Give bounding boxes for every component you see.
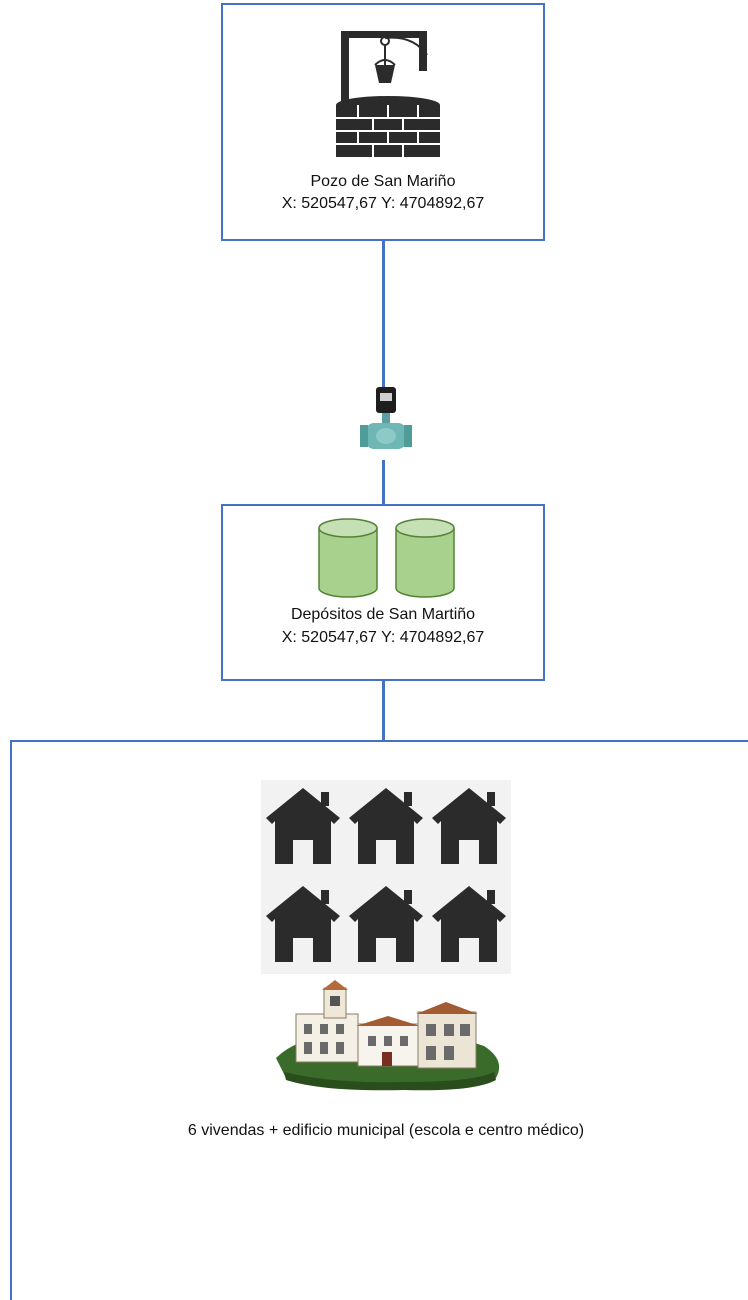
flow-meter-valve-icon xyxy=(360,385,412,467)
well-icon xyxy=(333,25,443,160)
village-node: 6 vivendas + edificio municipal (escola … xyxy=(10,740,748,1300)
tanks-name: Depósitos de San Martiño xyxy=(290,606,476,623)
connector-tanks-to-village xyxy=(382,681,385,741)
tanks-node: Depósitos de San Martiño X: 520547,67 Y:… xyxy=(221,504,545,681)
village-caption: 6 vivendas + edificio municipal (escola … xyxy=(187,1122,585,1139)
connector-well-to-valve xyxy=(382,241,385,391)
connector-valve-to-tanks xyxy=(382,460,385,504)
municipal-building-icon xyxy=(274,980,504,1095)
cylinder-tank-icon xyxy=(394,518,456,600)
well-name: Pozo de San Mariño xyxy=(310,173,456,190)
cylinder-tank-icon xyxy=(317,518,379,600)
houses-grid xyxy=(261,780,511,974)
well-node: Pozo de San Mariño X: 520547,67 Y: 47048… xyxy=(221,3,545,241)
tanks-coords: X: 520547,67 Y: 4704892,67 xyxy=(281,629,485,646)
well-coords: X: 520547,67 Y: 4704892,67 xyxy=(281,195,485,212)
